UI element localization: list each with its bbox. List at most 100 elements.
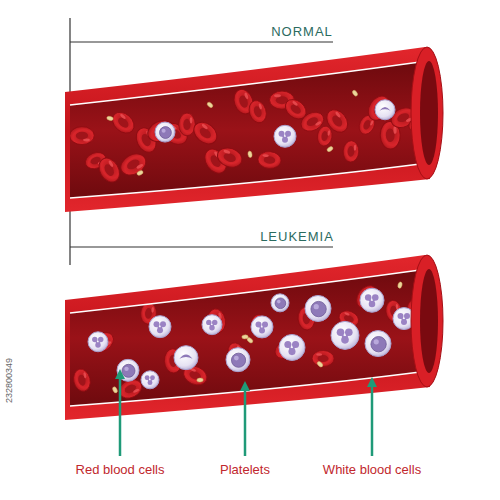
white-blood-cell-body <box>271 294 289 312</box>
blood-vessel <box>65 47 443 212</box>
red-blood-cell <box>117 150 150 180</box>
white-blood-cell-nucleus <box>380 107 391 111</box>
white-blood-cell-lobe <box>150 375 155 380</box>
vessel-lumen <box>70 270 420 406</box>
white-blood-cell-body <box>174 346 198 370</box>
vessel-inner-line <box>70 270 420 313</box>
red-blood-cell-center <box>222 152 237 164</box>
white-blood-cell-body <box>331 321 359 349</box>
white-blood-cell <box>226 348 250 372</box>
platelet <box>246 337 253 344</box>
white-blood-cell-body <box>251 316 273 338</box>
red-blood-cell-highlight <box>151 307 154 313</box>
red-blood-cell-center <box>321 131 329 142</box>
red-blood-cell-center <box>123 383 137 395</box>
white-blood-cell-body <box>375 100 395 120</box>
red-blood-cell-center <box>145 308 153 319</box>
frame-line <box>70 41 333 42</box>
red-blood-cell-body <box>69 126 94 144</box>
platelet <box>397 281 402 288</box>
red-blood-cell-body <box>71 367 92 393</box>
red-blood-cell-center <box>318 355 329 362</box>
red-blood-cell-body <box>246 98 269 125</box>
leader-arrow <box>371 382 374 456</box>
blood-vessel <box>65 255 443 420</box>
red-blood-cell <box>108 108 138 137</box>
red-blood-cell-center <box>305 115 319 127</box>
red-blood-cell-highlight <box>244 92 249 99</box>
white-blood-cell-body <box>305 295 331 321</box>
red-blood-cell-highlight <box>292 100 299 106</box>
white-blood-cell-lobe <box>98 337 103 342</box>
white-blood-cell-nucleus <box>275 298 286 309</box>
platelet <box>136 170 144 176</box>
red-blood-cell-body <box>108 108 138 137</box>
red-blood-cell-highlight <box>315 121 322 127</box>
red-blood-cell-body <box>257 151 281 169</box>
white-blood-cell-nucleus <box>179 354 192 358</box>
white-blood-cell-nucleus <box>371 336 386 351</box>
red-blood-cell <box>257 151 281 169</box>
white-blood-cell <box>375 100 395 120</box>
blood-cells <box>71 281 429 401</box>
red-blood-cell <box>316 125 333 147</box>
white-blood-cell-body <box>155 122 175 142</box>
red-blood-cell-body <box>117 150 150 180</box>
white-blood-cell-lobe-link <box>157 324 164 330</box>
platelet <box>326 146 334 153</box>
vessel-end-opening <box>420 61 438 165</box>
white-blood-cell <box>202 315 222 335</box>
vessel-end <box>411 255 443 387</box>
white-blood-cell-nucleus-shine <box>277 300 281 304</box>
white-blood-cell <box>149 316 171 338</box>
red-blood-cell-center <box>103 163 116 178</box>
section-heading: NORMAL <box>271 24 333 40</box>
vessel-inner-line <box>70 62 420 105</box>
red-blood-cell-body <box>316 125 333 147</box>
vessel-wall <box>65 47 430 212</box>
red-blood-cell <box>343 140 360 162</box>
white-blood-cell <box>251 316 273 338</box>
white-blood-cell <box>360 288 384 312</box>
part-label: White blood cells <box>323 462 421 478</box>
part-label: Red blood cells <box>76 462 165 478</box>
white-blood-cell-body <box>88 332 108 352</box>
platelet <box>106 116 113 122</box>
watermark: 232800349 <box>5 357 16 402</box>
platelet <box>197 378 204 383</box>
red-blood-cell-highlight <box>258 103 262 110</box>
white-blood-cell-nucleus-shine <box>124 367 128 371</box>
red-blood-cell-highlight <box>335 111 342 118</box>
red-blood-cell-center <box>263 156 275 164</box>
red-blood-cell-body <box>322 106 352 137</box>
red-blood-cell-highlight <box>120 113 127 120</box>
white-blood-cell-lobe <box>160 321 166 327</box>
white-blood-cell-lobe-link <box>95 340 101 345</box>
red-blood-cell-highlight <box>201 123 208 130</box>
red-blood-cell <box>246 98 269 125</box>
white-blood-cell-lobe <box>262 321 268 327</box>
white-blood-cell-body <box>226 348 250 372</box>
white-blood-cell-body <box>274 125 296 147</box>
red-blood-cell <box>95 154 124 185</box>
white-blood-cell-nucleus <box>122 364 135 377</box>
white-blood-cell-lobe-link <box>209 322 215 327</box>
white-blood-cell <box>271 294 289 312</box>
red-blood-cell <box>87 328 117 356</box>
white-blood-cell-nucleus-shine <box>162 129 166 133</box>
white-blood-cell <box>274 125 296 147</box>
red-blood-cell-highlight <box>133 388 140 393</box>
red-blood-cell <box>71 367 92 393</box>
red-blood-cell-body <box>312 350 334 366</box>
red-blood-cell <box>69 126 94 144</box>
red-blood-cell <box>179 113 196 136</box>
white-blood-cell-nucleus <box>160 127 172 139</box>
platelet <box>352 89 359 97</box>
white-blood-cell-body <box>360 288 384 312</box>
white-blood-cell-lobe <box>292 341 299 348</box>
white-blood-cell-nucleus-shine <box>234 356 239 361</box>
red-blood-cell-center <box>183 119 190 130</box>
white-blood-cell-nucleus <box>231 353 245 367</box>
red-blood-cell-highlight <box>136 163 144 169</box>
